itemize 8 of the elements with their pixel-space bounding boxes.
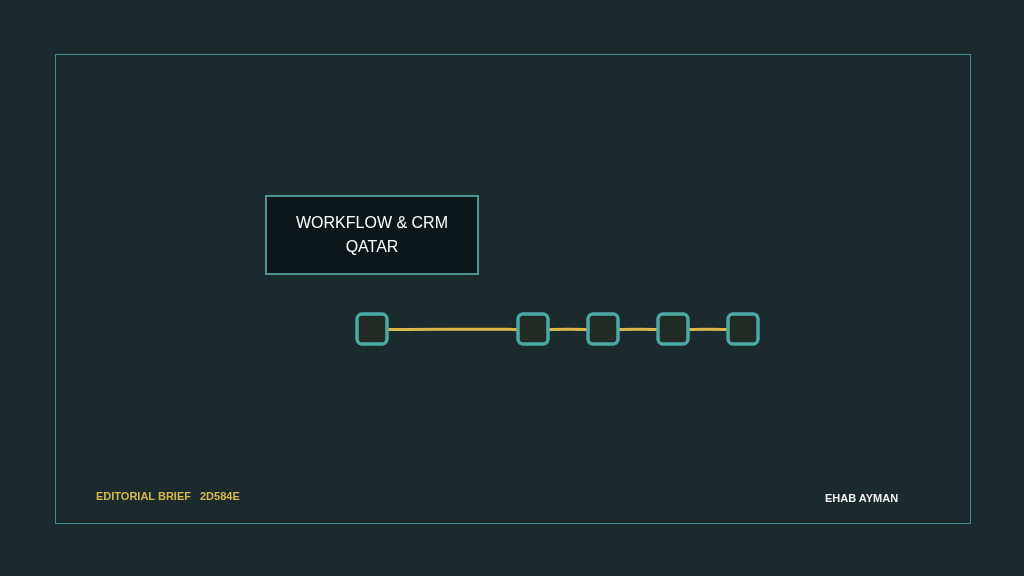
connector: [387, 327, 519, 331]
connector: [688, 327, 729, 331]
footer-text: EDITORIAL BRIEF: [96, 490, 191, 502]
author-name: EHAB AYMAN: [825, 492, 899, 504]
node-box: WORKFLOW & CRM QATAR: [265, 195, 479, 275]
footer-code: 2D584E: [200, 490, 240, 502]
connector: [548, 327, 589, 331]
connector: [618, 327, 659, 331]
